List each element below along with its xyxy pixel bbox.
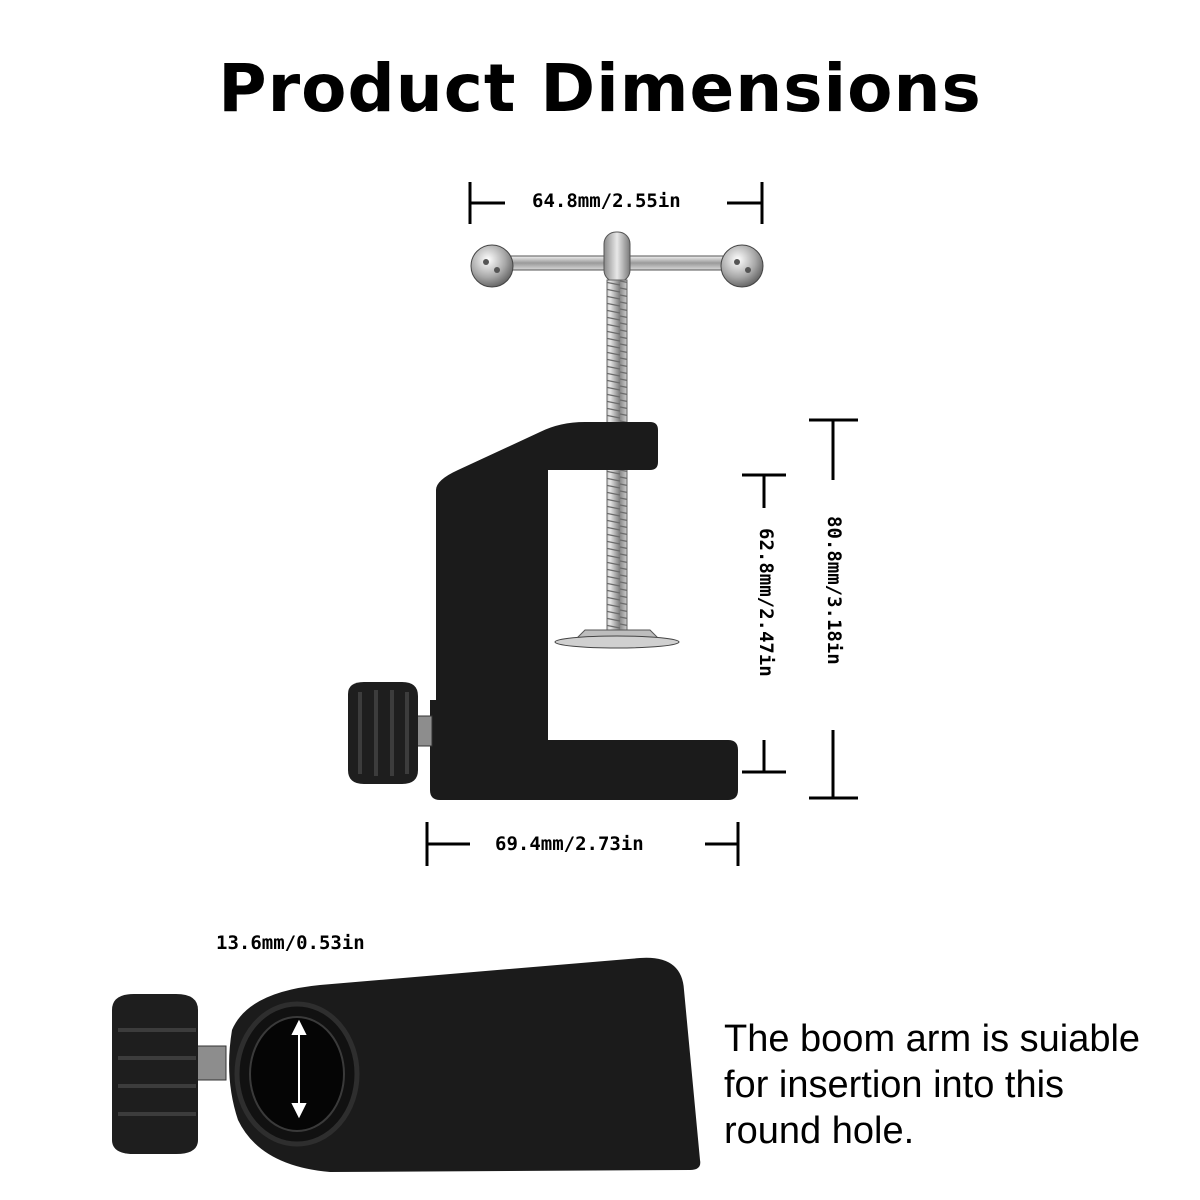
hole-diameter-label: 13.6mm/0.53in — [212, 932, 369, 954]
base-width-label: 69.4mm/2.73in — [491, 833, 648, 855]
boom-arm-caption: The boom arm is suiable for insertion in… — [724, 1016, 1194, 1154]
clamp-side-view — [112, 957, 701, 1172]
caption-line-1: The boom arm is suiable — [724, 1018, 1141, 1060]
clamp-arm-body — [229, 957, 701, 1172]
clamp-top-view — [348, 231, 764, 800]
page-title: Product Dimensions — [218, 50, 982, 127]
dimension-handle-width — [468, 182, 764, 224]
caption-line-2: for insertion into this — [724, 1064, 1065, 1106]
pressure-plate — [554, 629, 680, 649]
clamp-body — [430, 422, 738, 800]
dimension-total-height — [809, 418, 858, 800]
handle-width-label: 64.8mm/2.55in — [528, 190, 685, 212]
side-knob — [348, 682, 433, 784]
total-height-label: 80.8mm/3.18in — [819, 516, 849, 665]
dimension-clamp-opening — [742, 473, 786, 774]
clamp-opening-label: 62.8mm/2.47in — [751, 528, 781, 677]
side-view-knob — [112, 994, 227, 1154]
caption-line-3: round hole. — [724, 1110, 915, 1152]
hole-diameter-arrow — [291, 1019, 307, 1119]
t-handle — [470, 231, 764, 288]
dimension-base-width — [425, 822, 740, 866]
